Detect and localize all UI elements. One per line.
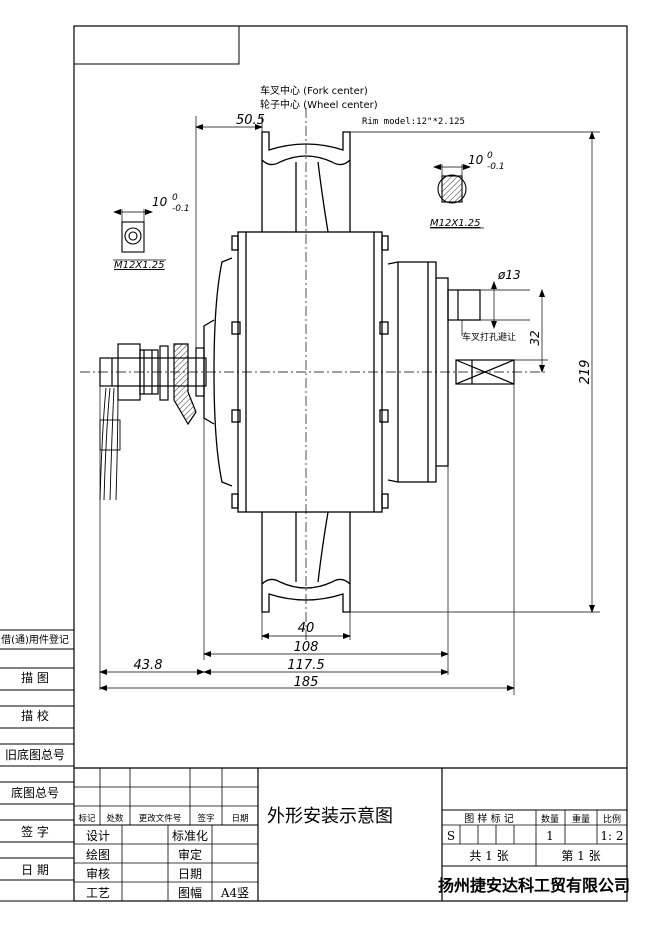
left-nut-dim: 10 <box>152 195 168 209</box>
mark-value: S <box>447 829 455 843</box>
right-nut-detail <box>430 164 484 229</box>
shaft-dia-dim: ø13 <box>497 268 521 282</box>
fork-center-label: 车叉中心 (Fork center) <box>260 84 368 97</box>
right-nut-tol-upper: 0 <box>487 151 493 161</box>
header-scale: 比例 <box>603 813 621 825</box>
side-label: 描 图 <box>21 671 49 685</box>
side-label: 底图总号 <box>11 785 59 800</box>
side-label: 旧底图总号 <box>5 747 65 762</box>
dim-117-5: 117.5 <box>287 658 324 673</box>
revision-headers: 标记 处数 更改文件号 签字 日期 <box>78 813 248 824</box>
header-weight: 重量 <box>572 813 590 825</box>
motor-hub <box>203 231 449 513</box>
dim-40: 40 <box>298 621 315 636</box>
side-label: 签 字 <box>21 824 49 839</box>
side-label: 日 期 <box>21 863 49 877</box>
scale-value: 1: 2 <box>600 829 623 843</box>
total-sheets: 共 1 张 <box>469 849 508 863</box>
right-nut-tol-lower: -0.1 <box>487 162 505 172</box>
role-label: 绘图 <box>86 847 110 862</box>
drawing-frame <box>73 25 628 902</box>
centerlines <box>80 108 545 640</box>
paper-size: A4竖 <box>220 886 249 900</box>
dim-108: 108 <box>294 640 319 655</box>
right-shaft <box>447 289 515 385</box>
role-label: 标准化 <box>172 829 208 843</box>
rim-width-dim: 50.5 <box>236 113 265 128</box>
wheel-center-label: 轮子中心 (Wheel center) <box>260 98 378 111</box>
role-label: 设计 <box>86 829 110 843</box>
company-name: 扬州捷安达科工贸有限公司 <box>438 876 630 895</box>
side-label: 借(通)用件登记 <box>1 633 69 646</box>
rev-header: 更改文件号 <box>139 813 182 824</box>
sheet-number: 第 1 张 <box>561 849 600 863</box>
left-axle-assembly <box>99 343 207 501</box>
rim-top <box>261 131 351 233</box>
side-margin-table <box>0 629 74 902</box>
right-nut-dim: 10 <box>468 153 484 167</box>
header-mark: 图 样 标 记 <box>464 812 514 825</box>
left-nut-tol-upper: 0 <box>172 193 178 203</box>
dimension-lines <box>99 116 600 695</box>
header-quantity: 数量 <box>541 813 559 825</box>
drawing-title: 外形安装示意图 <box>267 806 393 827</box>
left-nut-tol-lower: -0.1 <box>172 204 190 214</box>
rim-bottom <box>261 511 351 613</box>
role-label: 工艺 <box>86 886 110 900</box>
title-block-right: 图 样 标 记 数量 重量 比例 S 1 1: 2 共 1 张 第 1 张 扬州… <box>438 812 630 895</box>
role-label: 审核 <box>86 866 110 881</box>
shaft-len-dim: 32 <box>528 330 542 345</box>
role-label: 图幅 <box>178 885 202 900</box>
quantity-value: 1 <box>546 829 554 843</box>
role-cells: 设计 标准化 绘图 审定 审核 日期 工艺 图幅 A4竖 <box>86 829 249 900</box>
left-thread-label: M12X1.25 <box>114 260 164 271</box>
role-label: 日期 <box>178 867 202 881</box>
title-block-grid <box>74 767 627 901</box>
side-label: 描 校 <box>21 708 49 723</box>
fork-note: 车叉打孔避让 <box>462 331 516 343</box>
dim-185: 185 <box>294 675 319 690</box>
right-thread-label: M12X1.25 <box>430 218 480 229</box>
rev-header: 签字 <box>197 813 214 824</box>
dim-43-8: 43.8 <box>134 658 163 673</box>
role-label: 审定 <box>178 847 202 862</box>
rim-model-label: Rim model:12"*2.125 <box>362 117 465 127</box>
rev-header: 日期 <box>231 814 248 824</box>
side-margin-labels: 借(通)用件登记 描 图 描 校 旧底图总号 底图总号 签 字 日 期 <box>1 633 69 877</box>
rev-header: 处数 <box>106 813 124 824</box>
overall-dia-dim: 219 <box>578 360 593 385</box>
rev-header: 标记 <box>78 813 96 824</box>
left-nut-detail <box>113 209 166 261</box>
